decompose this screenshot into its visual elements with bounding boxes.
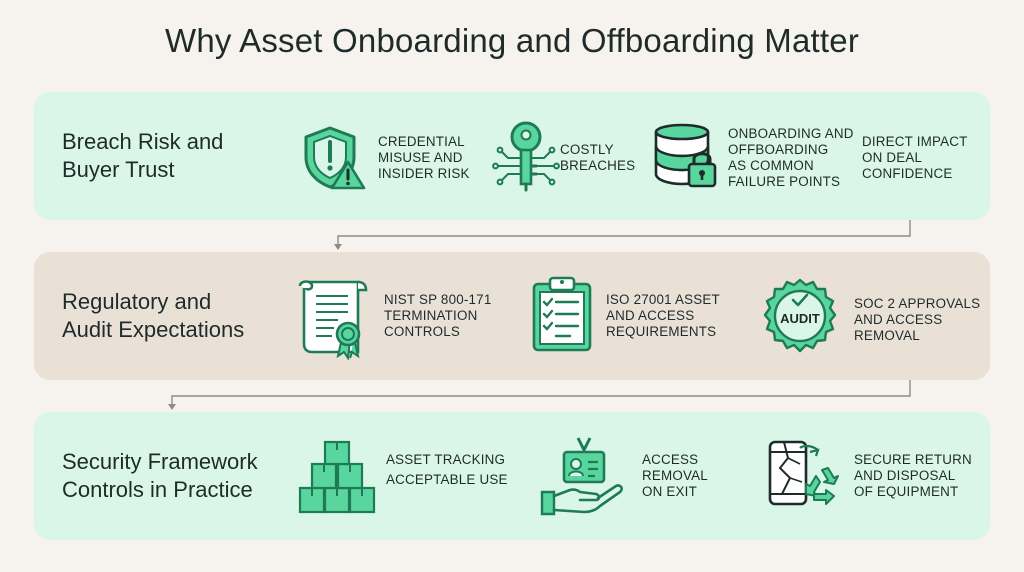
checklist-clipboard-icon	[532, 276, 592, 352]
label-line: ON EXIT	[642, 484, 697, 499]
item-label: DIRECT IMPACT ON DEAL CONFIDENCE	[862, 134, 968, 182]
heading-line: Regulatory and	[62, 289, 212, 314]
stacked-boxes-icon	[298, 440, 376, 514]
label-line: DIRECT IMPACT	[862, 134, 968, 149]
label-line: OFFBOARDING	[728, 142, 829, 157]
label-line: ISO 27001 ASSET	[606, 292, 720, 307]
label-line: SECURE RETURN	[854, 452, 972, 467]
certificate-scroll-icon	[298, 280, 368, 360]
label-line: AND ACCESS	[854, 312, 943, 327]
label-line: SOC 2 APPROVALS	[854, 296, 981, 311]
page-title: Why Asset Onboarding and Offboarding Mat…	[164, 22, 860, 59]
label-line: AS COMMON	[728, 158, 814, 173]
hand-badge-icon	[540, 437, 623, 516]
label-line: AND DISPOSAL	[854, 468, 956, 483]
connector-2-3-arrowhead	[168, 404, 176, 410]
connector-2-3	[171, 380, 911, 406]
shield-warning-icon	[304, 126, 366, 190]
item-label: ISO 27001 ASSET AND ACCESS REQUIREMENTS	[606, 292, 720, 340]
label-line: BREACHES	[560, 158, 636, 173]
label-line: MISUSE AND	[378, 150, 463, 165]
item-label: COSTLY BREACHES	[560, 142, 635, 174]
label-line: REMOVAL	[642, 468, 708, 483]
label-line: ASSET TRACKING	[386, 452, 506, 467]
label-line: REMOVAL	[854, 328, 920, 343]
item-label: SECURE RETURN AND DISPOSAL OF EQUIPMENT	[854, 452, 972, 500]
label-line: REQUIREMENTS	[606, 324, 717, 339]
label-line: FAILURE POINTS	[728, 174, 841, 189]
panel-heading: Security Framework Controls in Practice	[62, 448, 302, 504]
item-label: ACCESS REMOVAL ON EXIT	[642, 452, 708, 500]
item-label: ONBOARDING AND OFFBOARDING AS COMMON FAI…	[728, 126, 854, 190]
heading-line: Buyer Trust	[62, 157, 175, 182]
label-line: TERMINATION	[384, 308, 478, 323]
panel-breach-risk: Breach Risk and Buyer Trust CREDENTIAL M…	[34, 92, 990, 220]
circuit-key-icon	[492, 121, 560, 192]
item-label: NIST SP 800-171 TERMINATION CONTROLS	[384, 292, 491, 340]
heading-line: Security Framework	[62, 449, 258, 474]
panel-security-controls: Security Framework Controls in Practice …	[34, 412, 990, 540]
item-label: ASSET TRACKING ACCEPTABLE USE	[386, 452, 508, 488]
label-line: ON DEAL	[862, 150, 923, 165]
label-line: COSTLY	[560, 142, 614, 157]
heading-line: Controls in Practice	[62, 477, 253, 502]
label-line: AND ACCESS	[606, 308, 695, 323]
label-line: OF EQUIPMENT	[854, 484, 959, 499]
label-line: ACCESS	[642, 452, 699, 467]
heading-line: Breach Risk and	[62, 129, 224, 154]
audit-seal-icon: AUDIT	[763, 278, 837, 353]
seal-text: AUDIT	[780, 311, 820, 326]
label-line: CREDENTIAL	[378, 134, 465, 149]
label-line: CONTROLS	[384, 324, 461, 339]
panel-regulatory-audit: Regulatory and Audit Expectations NIST S…	[34, 252, 990, 380]
label-line: ACCEPTABLE USE	[386, 472, 508, 487]
label-line: CONFIDENCE	[862, 166, 953, 181]
panel-heading: Regulatory and Audit Expectations	[62, 288, 302, 344]
item-label: SOC 2 APPROVALS AND ACCESS REMOVAL	[854, 296, 980, 344]
connector-1-2-arrowhead	[334, 244, 342, 250]
heading-line: Audit Expectations	[62, 317, 245, 342]
broken-phone-recycle-icon	[768, 440, 839, 506]
item-label: CREDENTIAL MISUSE AND INSIDER RISK	[378, 134, 470, 182]
label-line: NIST SP 800-171	[384, 292, 492, 307]
database-lock-icon	[654, 123, 717, 188]
label-line: INSIDER RISK	[378, 166, 470, 181]
connector-1-2	[337, 220, 911, 246]
panel-heading: Breach Risk and Buyer Trust	[62, 128, 302, 184]
label-line: ONBOARDING AND	[728, 126, 854, 141]
